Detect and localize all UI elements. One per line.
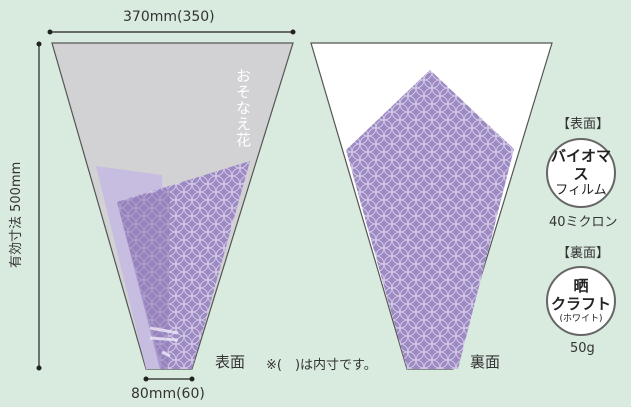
- back-badge-line1: 晒: [573, 277, 589, 295]
- vertical-product-text: おそなえ花: [234, 68, 252, 148]
- front-sleeve: [51, 42, 294, 370]
- front-material-badge: バイオマス フィルム: [546, 138, 616, 208]
- inner-size-note: ※( )は内寸です。: [266, 358, 377, 373]
- back-material-badge: 晒 クラフト (ホワイト): [546, 266, 616, 336]
- top-dimension-line: [47, 29, 296, 35]
- back-spec-caption: 50g: [570, 341, 595, 356]
- front-spec-heading: 【表面】: [557, 117, 610, 132]
- front-label: 表面: [215, 353, 246, 371]
- back-badge-line3: (ホワイト): [559, 314, 603, 324]
- arrow-mark: [149, 326, 179, 358]
- back-sleeve: [310, 42, 553, 370]
- top-width-label: 370mm(350): [123, 9, 215, 25]
- front-pattern-fold: [117, 188, 170, 369]
- height-label: 有効寸法 500mm: [9, 161, 24, 268]
- bottom-dimension-line: [143, 376, 195, 382]
- bottom-width-label: 80mm(60): [131, 386, 205, 402]
- back-label: 裏面: [470, 353, 501, 371]
- front-spec-caption: 40ミクロン: [549, 215, 618, 230]
- back-badge-line2: クラフト: [550, 295, 611, 313]
- front-badge-line1: バイオマス: [550, 147, 611, 183]
- back-spec-heading: 【裏面】: [557, 246, 610, 261]
- front-badge-line2: フィルム: [555, 183, 607, 198]
- height-dimension-line: [36, 41, 42, 371]
- back-pattern-panel: [346, 70, 514, 369]
